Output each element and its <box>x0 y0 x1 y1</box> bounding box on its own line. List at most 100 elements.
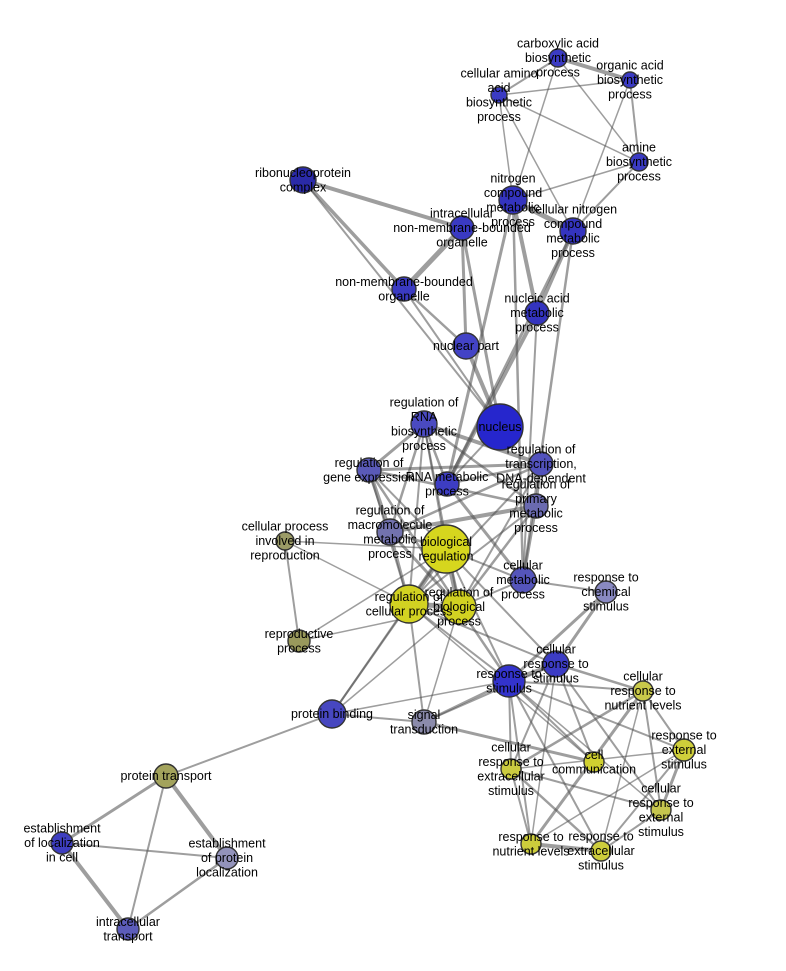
edge-rm-cmp <box>445 482 525 582</box>
edge-elc-it <box>60 841 130 931</box>
edge-rs-crn <box>508 680 644 692</box>
node-cc[interactable] <box>583 751 605 773</box>
node-nmbo[interactable] <box>391 276 417 302</box>
node-caab[interactable] <box>490 86 508 104</box>
edge-inmbo-nmbo <box>401 225 465 292</box>
node-rm[interactable] <box>434 471 460 497</box>
node-nam[interactable] <box>524 300 550 326</box>
node-inmbo[interactable] <box>449 215 475 241</box>
node-cncm[interactable] <box>559 217 587 245</box>
edge-rt-rcp <box>408 463 542 605</box>
edge-cpr-rcp <box>284 540 410 605</box>
node-pb[interactable] <box>317 699 347 729</box>
node-ncm[interactable] <box>498 185 528 215</box>
edge-crs-rcp <box>408 603 557 665</box>
edge-inmbo-nuc <box>460 226 502 429</box>
edge-cre-rex <box>600 809 662 852</box>
edge-rp-br <box>298 548 447 642</box>
edge-caab-ncm <box>498 94 514 201</box>
node-rpm[interactable] <box>523 493 549 519</box>
node-res[interactable] <box>672 738 696 762</box>
edge-layer <box>60 56 686 931</box>
edge-rt-rmm <box>388 462 543 534</box>
node-rp[interactable] <box>287 629 311 653</box>
node-nuc[interactable] <box>476 403 524 451</box>
node-label-nuc: nucleus <box>478 420 521 434</box>
edge-caab-cncm <box>498 94 574 232</box>
edge-oab-caab <box>498 79 631 96</box>
edge-crs-crex <box>510 663 557 770</box>
edge-elc-epl <box>61 842 228 859</box>
node-oab[interactable] <box>621 71 639 89</box>
edge-ab-ncm <box>512 161 640 201</box>
edge-pb-rs <box>331 680 510 715</box>
node-rt[interactable] <box>528 451 554 477</box>
node-rge[interactable] <box>356 457 382 483</box>
edge-st-rbp <box>423 606 460 723</box>
node-cpr[interactable] <box>275 531 295 551</box>
node-cre[interactable] <box>650 799 672 821</box>
edge-pb-pt <box>165 713 333 777</box>
node-crs[interactable] <box>542 650 570 678</box>
node-ab[interactable] <box>629 152 649 172</box>
node-rmm[interactable] <box>376 518 404 546</box>
edge-ab-cncm <box>572 161 640 232</box>
edge-crex-rex <box>509 767 603 853</box>
edge-rs-res <box>508 680 685 751</box>
edge-nam-cmp <box>522 312 538 581</box>
edge-rpm-rbp <box>457 504 538 609</box>
node-label-pt: protein transport <box>120 769 212 783</box>
node-st[interactable] <box>411 709 437 735</box>
edge-res-rex <box>600 749 685 852</box>
node-elc[interactable] <box>50 831 74 855</box>
node-cmp[interactable] <box>509 566 537 594</box>
node-crn[interactable] <box>632 680 654 702</box>
edge-crs-br <box>445 548 557 665</box>
edge-cc-rs <box>508 680 595 763</box>
edge-crs-rcs <box>554 590 608 666</box>
edge-cab-ab <box>557 57 640 163</box>
edge-pt-epl <box>164 774 229 860</box>
edge-inmbo-np <box>460 226 468 348</box>
node-rcp[interactable] <box>389 584 429 624</box>
node-epl[interactable] <box>215 846 239 870</box>
edge-rrb-rt <box>422 422 543 466</box>
edge-cpr-rp <box>284 540 300 642</box>
node-rbp[interactable] <box>441 589 477 625</box>
node-rrb[interactable] <box>410 410 438 438</box>
node-crex[interactable] <box>500 758 522 780</box>
edge-epl-it <box>126 856 229 931</box>
edge-oab-ab <box>629 79 640 163</box>
node-it[interactable] <box>116 917 140 941</box>
node-np[interactable] <box>452 332 480 360</box>
node-pt[interactable] <box>153 763 179 789</box>
node-br[interactable] <box>421 524 471 574</box>
edge-rt-rbp <box>458 463 542 608</box>
node-rex[interactable] <box>590 840 612 862</box>
node-rnp[interactable] <box>289 166 317 194</box>
edge-oab-cncm <box>572 79 631 232</box>
edge-rnp-inmbo <box>301 178 464 230</box>
edge-crex-rnl <box>510 768 532 845</box>
node-rnl[interactable] <box>520 833 542 855</box>
node-rcs[interactable] <box>594 580 618 604</box>
node-cab[interactable] <box>548 48 568 68</box>
edge-cncm-cmp <box>521 229 575 582</box>
node-rs[interactable] <box>492 664 526 698</box>
